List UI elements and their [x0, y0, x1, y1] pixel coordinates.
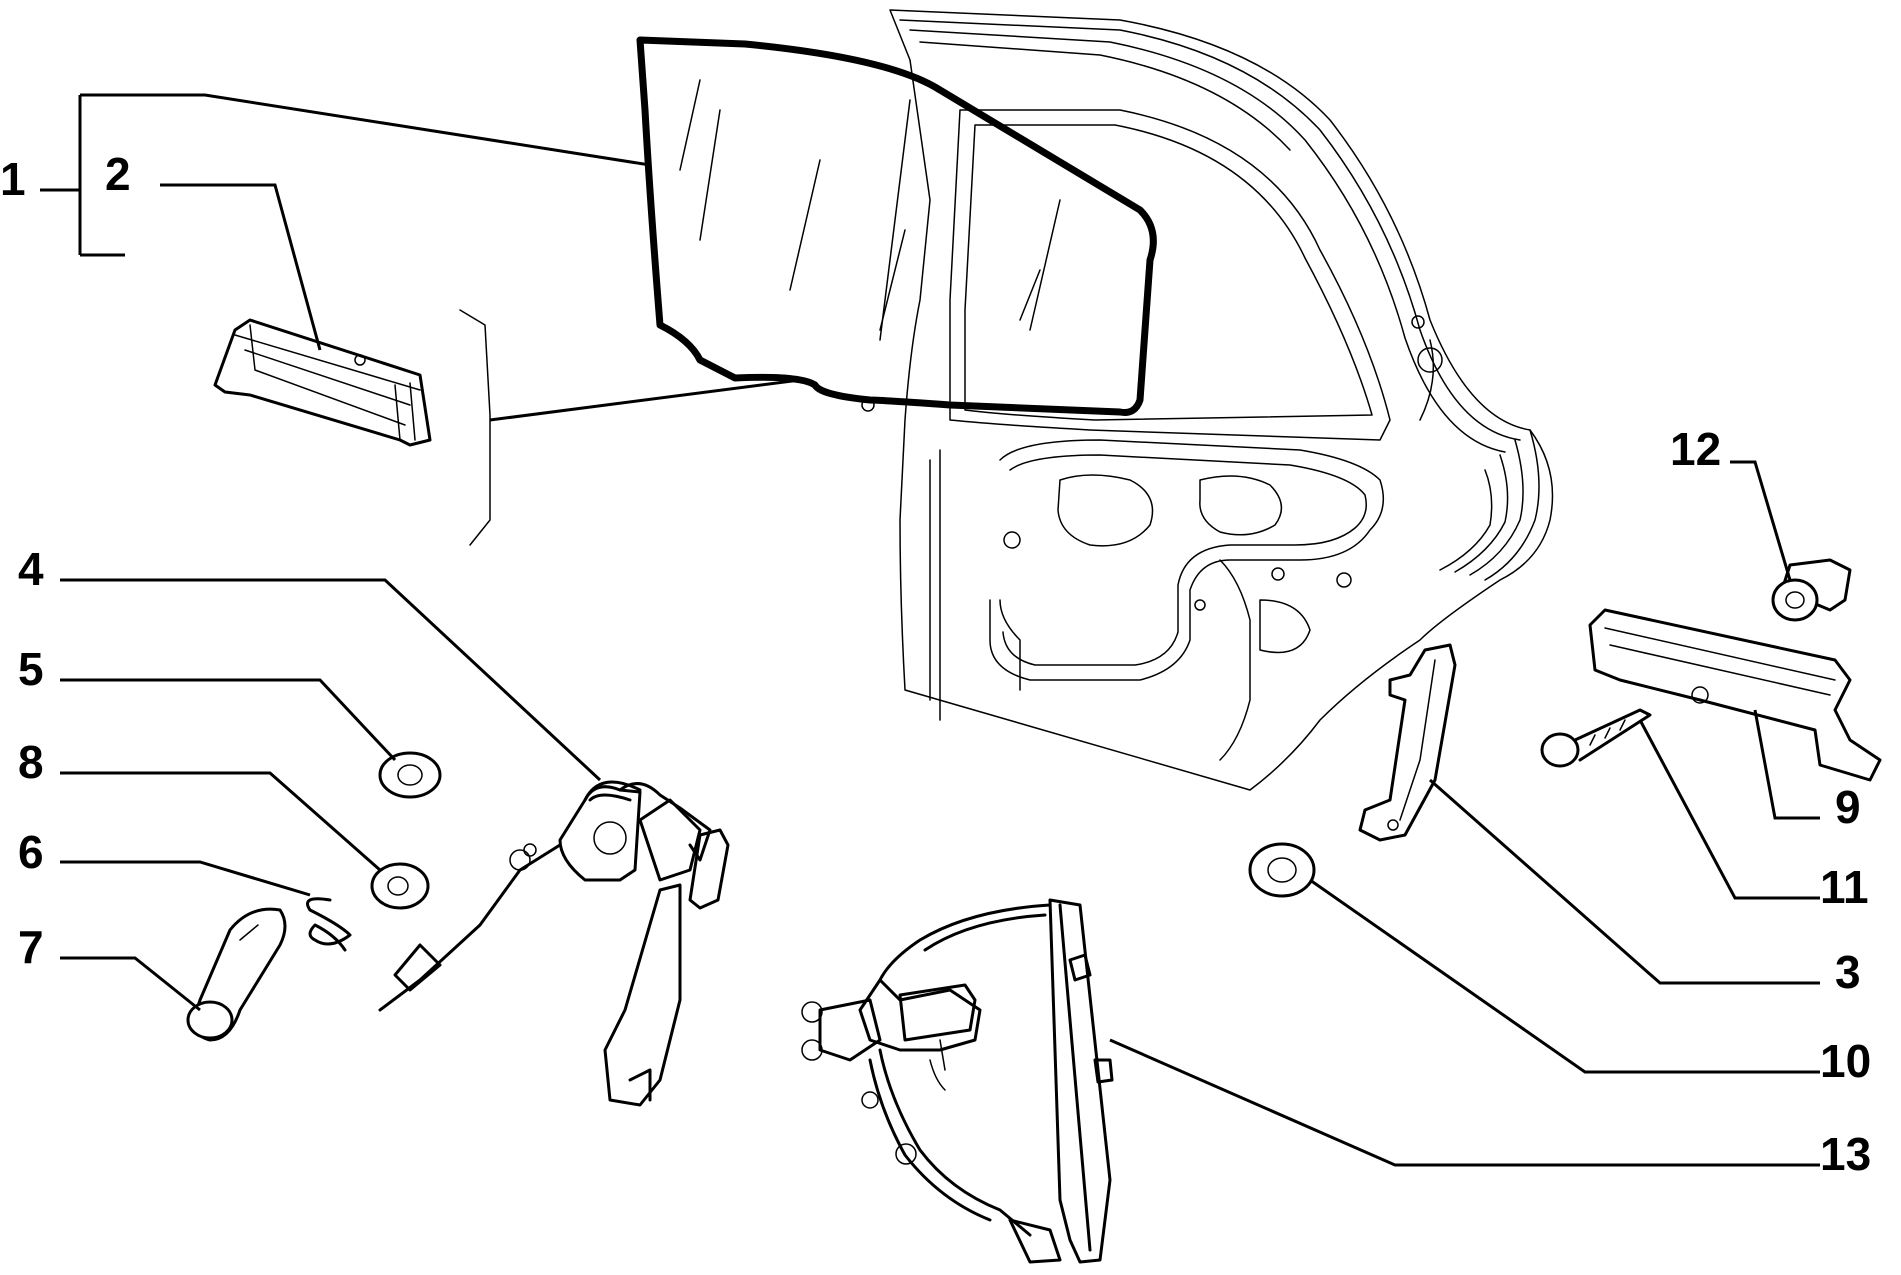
leader-9 — [1753, 709, 1820, 820]
leader-10 — [1309, 878, 1820, 1074]
leader-11 — [1638, 719, 1820, 900]
trim-strip-9 — [1588, 608, 1882, 782]
screw-11 — [1540, 708, 1652, 768]
leader-2 — [160, 183, 322, 351]
leader-4 — [60, 578, 602, 782]
spring-clip-6 — [306, 897, 352, 952]
rear-guide-rail-3 — [1358, 643, 1457, 842]
nut-5 — [378, 751, 442, 799]
electric-window-regulator — [801, 898, 1114, 1264]
plug-12 — [1771, 558, 1852, 622]
glass-guide-channel — [213, 318, 432, 447]
leader-glass — [489, 378, 801, 422]
callout-8: 8 — [18, 736, 44, 788]
callout-11: 11 — [1820, 861, 1869, 913]
manual-window-regulator — [378, 780, 730, 1107]
callout-5: 5 — [18, 643, 44, 695]
leader-8 — [60, 771, 381, 872]
callout-3: 3 — [1835, 946, 1861, 998]
leader-12 — [1730, 460, 1792, 581]
nut-10 — [1248, 842, 1316, 898]
door-glass — [636, 36, 1157, 416]
callout-7: 7 — [18, 921, 44, 973]
callout-2: 2 — [105, 148, 131, 200]
callout-9: 9 — [1835, 781, 1861, 833]
leader-5 — [60, 678, 397, 762]
callout-labels: 1 2 3 4 5 6 7 8 9 10 11 12 13 — [0, 148, 1871, 1180]
callout-1: 1 — [0, 153, 26, 205]
door-inner-guide-line — [459, 309, 491, 546]
window-crank-handle-7 — [186, 907, 287, 1042]
rear-door-shell — [889, 9, 1554, 791]
leader-lines — [40, 93, 1820, 1167]
leader-13 — [1109, 1038, 1820, 1167]
callout-10: 10 — [1820, 1035, 1871, 1087]
callout-6: 6 — [18, 826, 44, 878]
leader-1 — [40, 93, 651, 257]
callout-13: 13 — [1820, 1128, 1871, 1180]
washer-8 — [370, 862, 430, 910]
callout-4: 4 — [18, 543, 44, 595]
callout-12: 12 — [1670, 423, 1721, 475]
leader-3 — [1429, 778, 1820, 985]
leader-7 — [60, 956, 201, 1012]
leader-6 — [60, 860, 311, 897]
